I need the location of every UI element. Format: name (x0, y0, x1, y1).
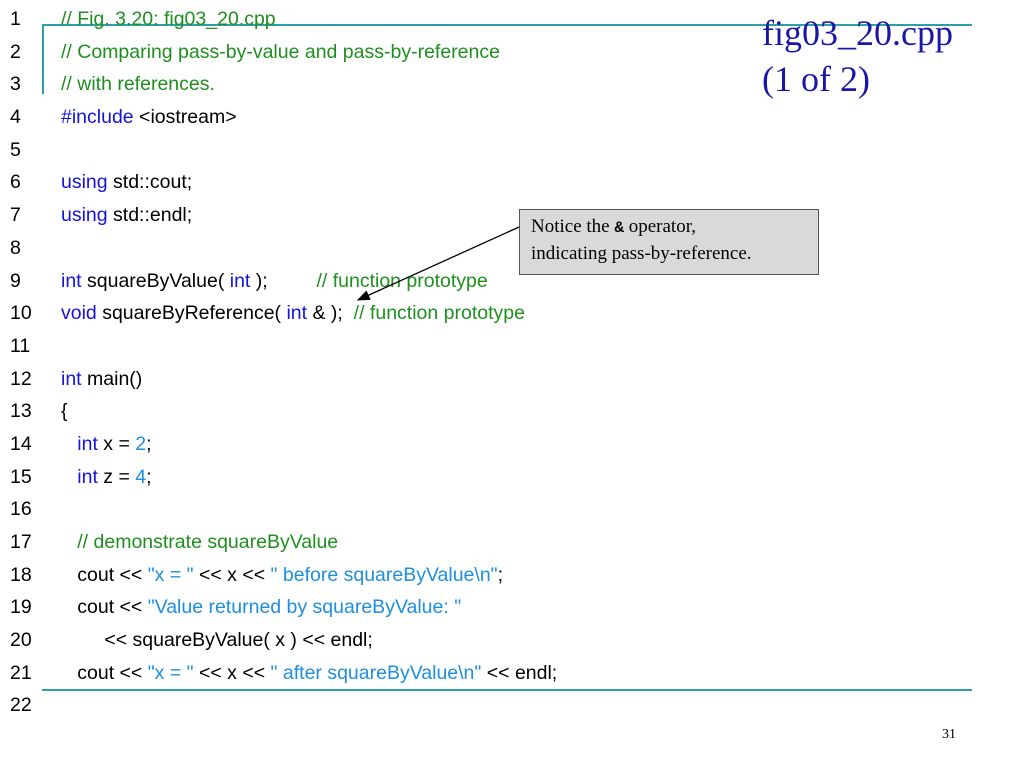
code-text: << squareByValue( x ) << endl; (61, 624, 373, 657)
slide-title-filename: fig03_20.cpp (762, 13, 953, 53)
code-token: // demonstrate squareByValue (77, 531, 339, 553)
line-number: 15 (10, 465, 32, 488)
code-token: std::cout; (107, 171, 193, 194)
line-number: 11 (10, 334, 31, 357)
code-token (61, 433, 77, 455)
code-text: using std::endl; (61, 199, 192, 232)
code-token: "x = " (147, 661, 194, 684)
accent-rule-top (42, 24, 972, 26)
code-text: cout << "Value returned by squareByValue… (61, 591, 461, 624)
code-token: z = (97, 465, 136, 488)
line-number: 16 (10, 498, 32, 521)
code-token: & ); (307, 302, 354, 325)
code-text: // Comparing pass-by-value and pass-by-r… (61, 36, 500, 69)
line-number: 14 (10, 432, 32, 455)
code-text: cout << "x = " << x << " after squareByV… (61, 657, 557, 690)
code-token: { (61, 400, 68, 423)
line-number: 21 (10, 661, 32, 684)
line-number: 10 (10, 302, 32, 325)
accent-rule-bottom (42, 689, 972, 691)
code-token: using (61, 171, 108, 194)
code-token: " before squareByValue\n" (270, 563, 498, 586)
code-text: int squareByValue( int ); // function pr… (61, 265, 488, 298)
slide-title: fig03_20.cpp (1 of 2) (762, 10, 953, 102)
line-number: 8 (10, 236, 21, 259)
line-number: 20 (10, 629, 32, 652)
page-number: 31 (942, 727, 956, 742)
code-token: // function prototype (353, 302, 525, 325)
line-number: 1 (10, 8, 21, 30)
code-token: int (286, 302, 308, 325)
code-text: { (61, 395, 68, 428)
code-token: ; (497, 563, 504, 586)
code-token: // function prototype (316, 269, 488, 292)
code-token: int (77, 465, 98, 488)
code-token: << x << (193, 563, 271, 586)
code-token: cout << (61, 563, 148, 586)
code-text: // demonstrate squareByValue (61, 526, 338, 559)
line-number: 12 (10, 367, 32, 390)
code-token: << x << (193, 661, 271, 684)
code-token: cout << (61, 661, 148, 684)
code-token: #include (61, 106, 134, 129)
line-number: 3 (10, 73, 21, 96)
code-text: void squareByReference( int & ); // func… (61, 297, 525, 330)
callout-line-1: Notice the & operator, (531, 214, 818, 241)
callout-operator: & (614, 219, 624, 237)
code-token: << squareByValue( x ) << endl; (61, 629, 373, 652)
callout-prefix: Notice the (531, 216, 615, 237)
code-token: using (61, 204, 108, 227)
line-number: 7 (10, 204, 21, 227)
code-token: cout << (61, 596, 148, 619)
code-text: #include <iostream> (61, 101, 237, 134)
code-token: "Value returned by squareByValue: " (147, 596, 462, 619)
code-token (61, 531, 77, 553)
line-number: 9 (10, 269, 21, 292)
callout-suffix: operator, (623, 216, 697, 237)
code-token: main() (81, 367, 143, 390)
code-token: int (61, 269, 82, 292)
code-token: <iostream> (133, 106, 237, 129)
callout-box: Notice the & operator, indicating pass-b… (519, 209, 819, 275)
line-number: 19 (10, 596, 32, 619)
code-token: " after squareByValue\n" (270, 661, 482, 684)
code-text: cout << "x = " << x << " before squareBy… (61, 559, 503, 592)
code-text: // Fig. 3.20: fig03_20.cpp (61, 3, 276, 36)
code-token: void (61, 302, 97, 325)
code-token: x = (97, 432, 136, 455)
code-token: ; (146, 465, 152, 488)
code-token: 4 (135, 465, 147, 488)
code-token: int (77, 432, 98, 455)
line-number: 4 (10, 106, 21, 129)
code-token: squareByValue( (81, 269, 230, 292)
code-token: "x = " (147, 563, 194, 586)
code-token: 2 (135, 432, 147, 455)
line-number: 6 (10, 171, 21, 194)
code-token: int (229, 269, 251, 292)
slide-title-part: (1 of 2) (762, 59, 870, 99)
code-token: squareByReference( (96, 302, 287, 325)
accent-rule-left (42, 24, 44, 94)
code-token: int (61, 367, 82, 390)
code-text: int main() (61, 363, 142, 396)
code-token (61, 466, 77, 488)
code-token: // Fig. 3.20: fig03_20.cpp (61, 8, 276, 30)
code-token: ; (146, 432, 152, 455)
callout-line-2: indicating pass-by-reference. (531, 243, 752, 264)
code-token: std::endl; (107, 204, 193, 227)
line-number: 2 (10, 40, 21, 63)
line-number: 5 (10, 138, 21, 161)
code-text: int x = 2; (61, 428, 152, 461)
code-token: // Comparing pass-by-value and pass-by-r… (61, 40, 500, 63)
line-number: 17 (10, 531, 32, 553)
code-text: using std::cout; (61, 166, 192, 199)
code-text: int z = 4; (61, 461, 152, 494)
code-token: ); (250, 269, 317, 292)
line-number: 18 (10, 563, 32, 586)
code-token: // with references. (61, 73, 215, 96)
code-text: // with references. (61, 68, 215, 101)
code-token: << endl; (481, 661, 558, 684)
line-number: 22 (10, 694, 32, 717)
line-number: 13 (10, 400, 32, 423)
